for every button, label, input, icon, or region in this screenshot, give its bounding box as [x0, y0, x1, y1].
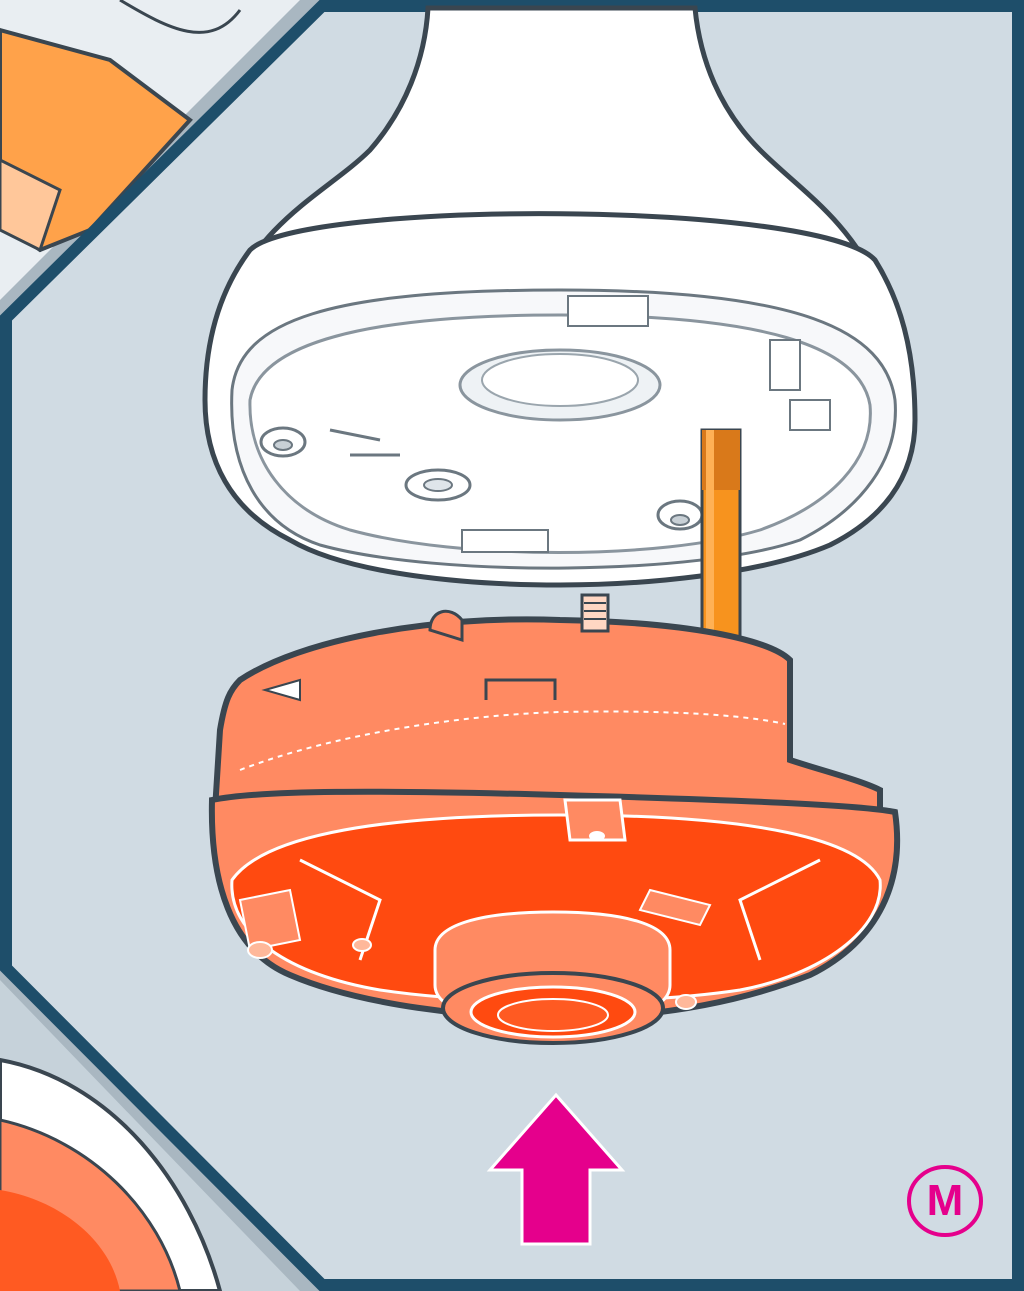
guide-rod	[702, 430, 740, 640]
marker-label: M	[910, 1170, 980, 1232]
